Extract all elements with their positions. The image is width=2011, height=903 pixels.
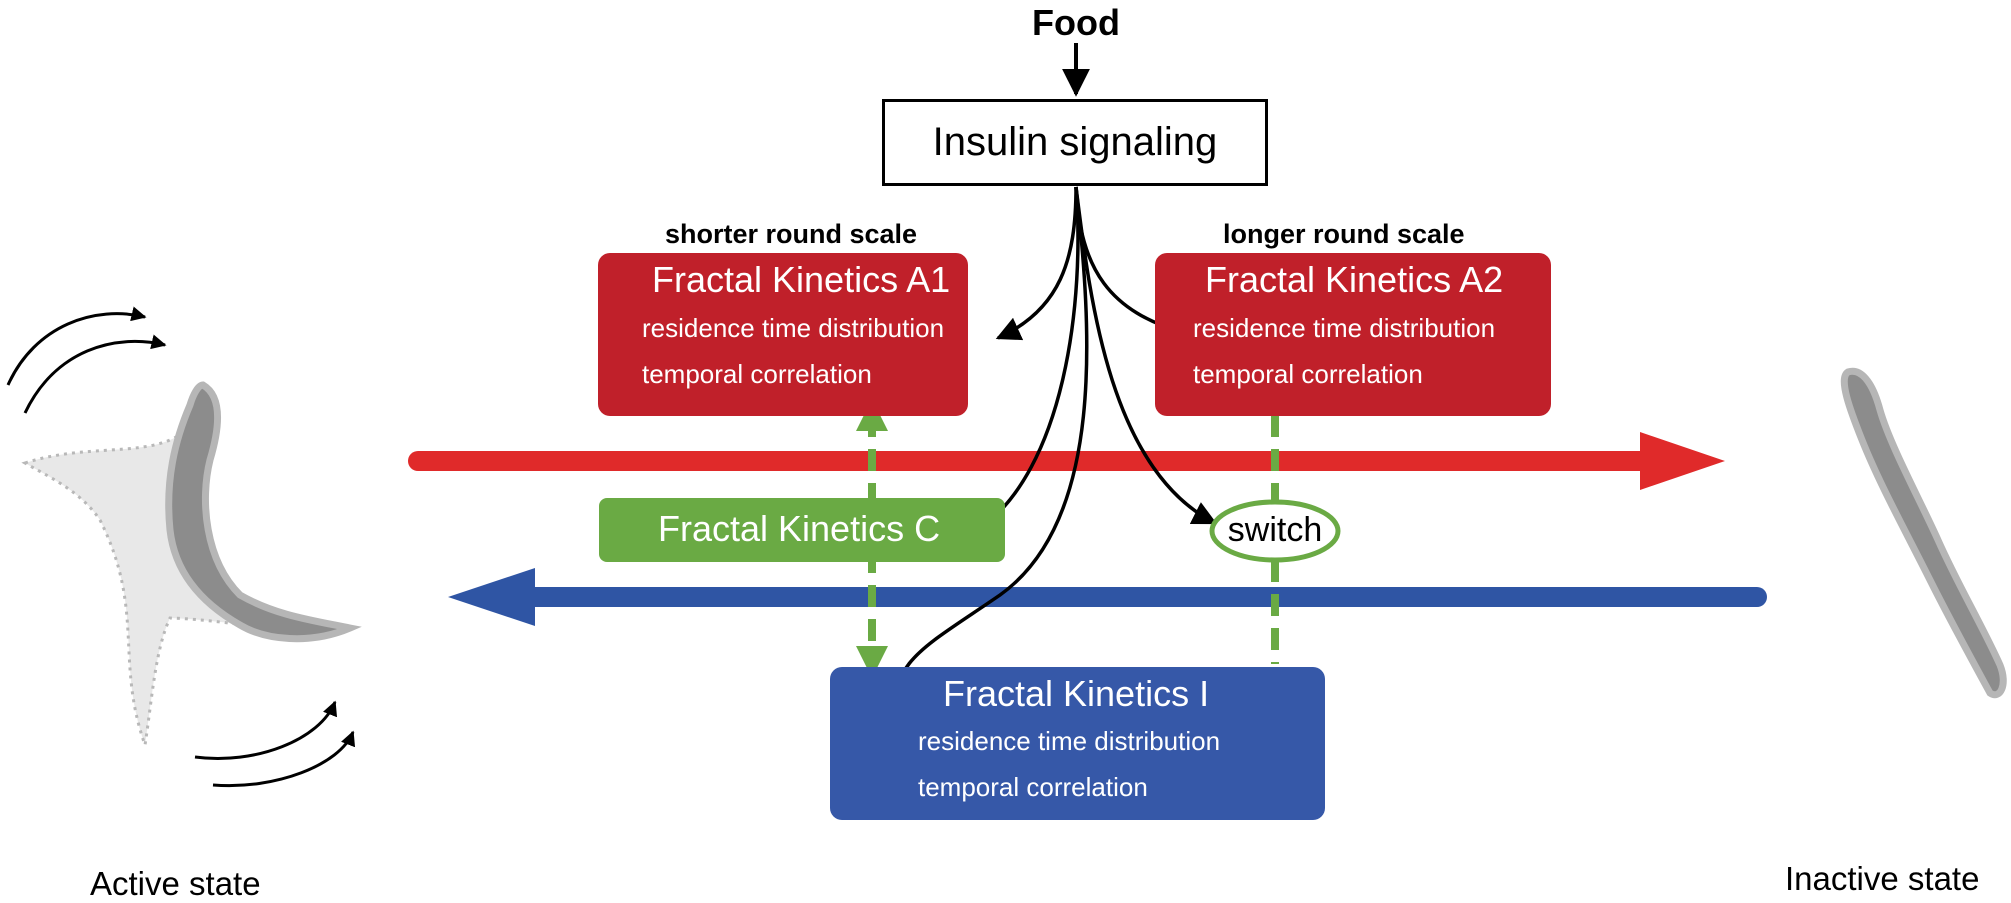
active-state-label: Active state	[90, 865, 261, 902]
a1-line2: temporal correlation	[642, 359, 872, 389]
switch-label: switch	[1227, 511, 1323, 549]
fractal-kinetics-c-box: Fractal Kinetics C	[599, 498, 1005, 562]
i-line1: residence time distribution	[918, 726, 1221, 756]
inactive-worm-icon	[1840, 367, 2007, 699]
food-label: Food	[1032, 2, 1120, 43]
fractal-kinetics-a1-box: Fractal Kinetics A1 residence time distr…	[598, 253, 968, 416]
fractal-kinetics-a2-box: Fractal Kinetics A2 residence time distr…	[1155, 253, 1551, 416]
to-i-curve	[879, 186, 1089, 730]
inactive-state-label: Inactive state	[1785, 860, 1980, 897]
shorter-round-scale-label: shorter round scale	[665, 219, 918, 249]
rotation-arrows-icon	[6, 306, 356, 788]
fractal-kinetics-i-box: Fractal Kinetics I residence time distri…	[830, 667, 1325, 820]
inactive-to-active-arrow	[448, 568, 1767, 626]
insulin-signaling-box: Insulin signaling	[882, 99, 1268, 186]
i-title: Fractal Kinetics I	[943, 673, 1210, 714]
active-worm-icon	[21, 381, 362, 746]
switch-ellipse	[1209, 499, 1341, 563]
to-c-curve	[975, 186, 1080, 532]
c-title: Fractal Kinetics C	[658, 508, 941, 549]
insulin-signaling-label: Insulin signaling	[932, 120, 1218, 164]
a2-line2: temporal correlation	[1193, 359, 1423, 389]
i-line2: temporal correlation	[918, 772, 1148, 802]
to-a1-curve	[995, 186, 1078, 341]
a1-line1: residence time distribution	[642, 313, 945, 343]
a2-line1: residence time distribution	[1193, 313, 1496, 343]
a1-title: Fractal Kinetics A1	[652, 259, 951, 300]
a2-title: Fractal Kinetics A2	[1205, 259, 1504, 300]
longer-round-scale-label: longer round scale	[1223, 219, 1465, 249]
